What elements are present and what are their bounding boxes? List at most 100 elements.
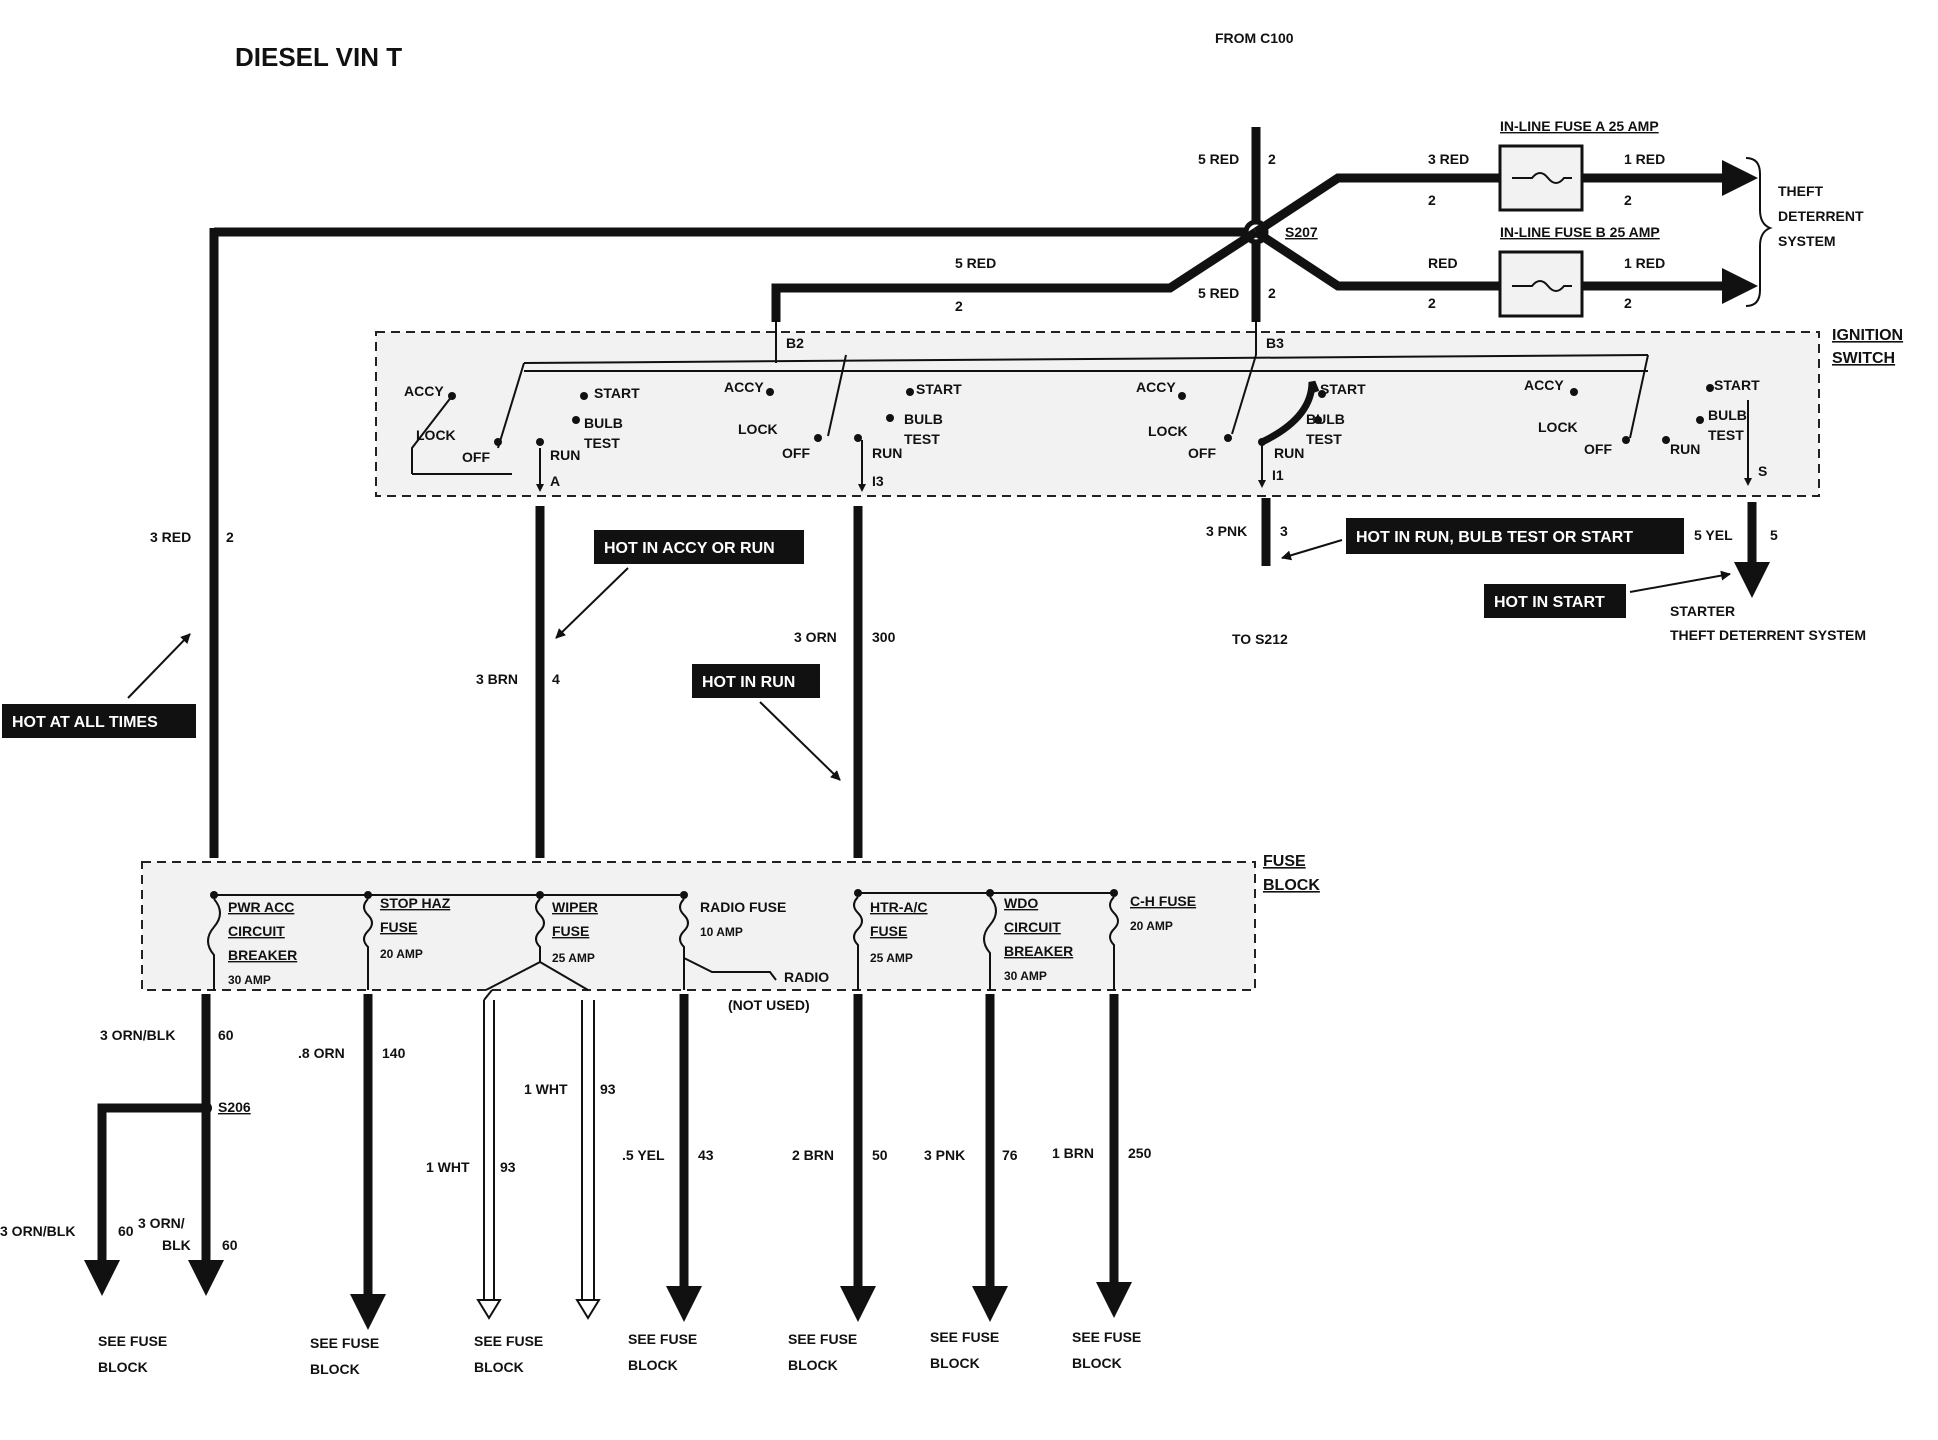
see-fuse-label: SEE FUSE: [98, 1333, 167, 1349]
circuit-label: 2: [1268, 285, 1276, 301]
starter-label: STARTER: [1670, 603, 1735, 619]
circuit-label: 2: [1268, 151, 1276, 167]
see-fuse-label: BLOCK: [474, 1359, 524, 1375]
inline-fuse-b-label: IN-LINE FUSE B 25 AMP: [1500, 224, 1660, 240]
circuit-label: 60: [118, 1223, 134, 1239]
switch-accy-label: ACCY: [1524, 377, 1564, 393]
wire-label: 5 YEL: [1694, 527, 1733, 543]
circuit-label: 250: [1128, 1145, 1152, 1161]
see-fuse-block-6: SEE FUSE BLOCK: [930, 1329, 999, 1371]
circuit-label: 93: [500, 1159, 516, 1175]
circuit-label: 43: [698, 1147, 714, 1163]
ignition-switch-box: [375, 331, 1820, 497]
fuse-ch: C-H FUSE 20 AMP: [1130, 893, 1196, 933]
fuse-symbol-icon: [1512, 172, 1572, 184]
terminal-i3-label: I3: [872, 473, 884, 489]
wire-label: 3 RED: [150, 529, 191, 545]
pointer-line: [555, 567, 629, 639]
see-fuse-label: BLOCK: [310, 1361, 360, 1377]
see-fuse-label: BLOCK: [930, 1355, 980, 1371]
splice-s206-label: S206: [218, 1099, 251, 1115]
switch-start-label: START: [1714, 377, 1760, 393]
switch-test-label: TEST: [1708, 427, 1744, 443]
fuse-block-internals: [207, 889, 1119, 991]
terminal-b3-label: B3: [1266, 335, 1284, 351]
switch-accy-label: ACCY: [1136, 379, 1176, 395]
svg-text:HOT IN START: HOT IN START: [1494, 594, 1605, 611]
circuit-label: 140: [382, 1045, 406, 1061]
pointer-line: [1629, 570, 1731, 593]
fuse-label: FUSE: [552, 923, 589, 939]
switch-run-label: RUN: [1670, 441, 1700, 457]
fuse-rating: 20 AMP: [1130, 919, 1173, 933]
fuse-label: WDO: [1004, 895, 1038, 911]
wire-label: .5 YEL: [622, 1147, 665, 1163]
see-fuse-label: BLOCK: [98, 1359, 148, 1375]
fuse-rating: 30 AMP: [228, 973, 271, 987]
circuit-breaker-symbol-icon: [983, 896, 997, 990]
circuit-label: 5: [1770, 527, 1778, 543]
circuit-label: 93: [600, 1081, 616, 1097]
terminal-b2-label: B2: [786, 335, 804, 351]
fuse-label: CIRCUIT: [228, 923, 285, 939]
fuse-block-box: [141, 861, 1256, 991]
fuse-label: CIRCUIT: [1004, 919, 1061, 935]
diagram-title: DIESEL VIN T: [235, 42, 402, 72]
switch-section-2: ACCY LOCK OFF RUN START BULB TEST: [724, 379, 962, 461]
switch-test-label: TEST: [1306, 431, 1342, 447]
circuit-label: 2: [955, 298, 963, 314]
fuse-label: FUSE: [380, 919, 417, 935]
see-fuse-block-1: SEE FUSE BLOCK: [98, 1333, 167, 1375]
splice-s207-label: S207: [1285, 224, 1318, 240]
switch-bulb-label: BULB: [1306, 411, 1345, 427]
fuse-label: WIPER: [552, 899, 598, 915]
switch-off-label: OFF: [462, 449, 490, 465]
circuit-label: 50: [872, 1147, 888, 1163]
wire-label: 3 PNK: [924, 1147, 965, 1163]
wire-label: 1 RED: [1624, 255, 1665, 271]
circuit-label: 2: [1624, 295, 1632, 311]
from-c100-label: FROM C100: [1215, 30, 1294, 46]
wire-label: 1 WHT: [524, 1081, 568, 1097]
wire-label: 1 WHT: [426, 1159, 470, 1175]
switch-run-label: RUN: [1274, 445, 1304, 461]
fuse-rating: 10 AMP: [700, 925, 743, 939]
pointer-line: [1281, 539, 1343, 561]
see-fuse-label: BLOCK: [788, 1357, 838, 1373]
see-fuse-label: SEE FUSE: [310, 1335, 379, 1351]
theft-label: SYSTEM: [1778, 233, 1836, 249]
fuse-label: RADIO FUSE: [700, 899, 786, 915]
wire-label: 3 ORN/BLK: [0, 1223, 75, 1239]
wire-label: 1 RED: [1624, 151, 1665, 167]
wire-label: 3 PNK: [1206, 523, 1247, 539]
circuit-label: 3: [1280, 523, 1288, 539]
fuse-label: HTR-A/C: [870, 899, 928, 915]
switch-accy-label: ACCY: [724, 379, 764, 395]
wire-to-fuse-a: [1253, 173, 1500, 236]
main-feed-wire: [209, 127, 1269, 858]
wire-label: 5 RED: [955, 255, 996, 271]
switch-off-label: OFF: [1188, 445, 1216, 461]
pointer-line: [127, 633, 191, 699]
wire-label: 3 ORN: [794, 629, 837, 645]
see-fuse-label: SEE FUSE: [788, 1331, 857, 1347]
see-fuse-label: BLOCK: [628, 1357, 678, 1373]
circuit-label: 2: [1428, 192, 1436, 208]
svg-text:HOT IN ACCY OR RUN: HOT IN ACCY OR RUN: [604, 540, 775, 557]
fuse-label: PWR ACC: [228, 899, 294, 915]
switch-bulb-label: BULB: [1708, 407, 1747, 423]
wire-label: 3 BRN: [476, 671, 518, 687]
see-fuse-label: SEE FUSE: [1072, 1329, 1141, 1345]
circuit-label: 2: [226, 529, 234, 545]
terminal-a-label: A: [550, 473, 560, 489]
switch-section-3: ACCY LOCK OFF RUN START BULB TEST: [1136, 379, 1366, 461]
switch-section-4: ACCY LOCK OFF RUN START BULB TEST: [1524, 377, 1760, 457]
fuse-symbol-icon: [485, 898, 589, 991]
switch-start-label: START: [1320, 381, 1366, 397]
see-fuse-block-3: SEE FUSE BLOCK: [474, 1333, 543, 1375]
wire-label: 5 RED: [1198, 151, 1239, 167]
switch-section-1: ACCY LOCK OFF RUN START BULB TEST: [404, 383, 640, 465]
circuit-label: 60: [218, 1027, 234, 1043]
fuse-block-label-2: BLOCK: [1263, 877, 1320, 894]
splice-s206-dot: [200, 1102, 212, 1114]
